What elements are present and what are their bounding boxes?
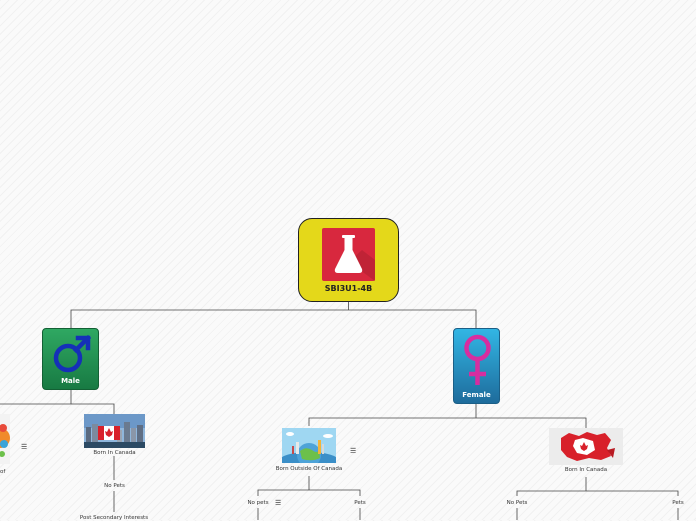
note-icon[interactable]: ☰ [275,499,282,507]
male-symbol-icon [53,334,92,373]
female-label: Female [462,391,491,399]
post-secondary-interests-label: Post Secondary Interests [79,515,149,521]
root-title: SBI3U1-4B [324,284,373,293]
no-pets-outside-label: No pets [247,500,269,506]
male-node[interactable]: Male [42,328,99,390]
world-travel-thumbnail[interactable] [282,428,336,463]
pets-outside-label: Pets [354,500,366,506]
globe-thumbnail[interactable] [0,414,10,464]
female-node[interactable]: Female [453,328,500,404]
pets-female-label: Pets [672,500,684,506]
canada-city-thumbnail[interactable] [84,414,145,448]
no-pets-female-label: No Pets [506,500,528,506]
born-in-canada-female-label: Born In Canada [564,467,608,473]
no-pets-male-label: No Pets [104,483,125,489]
born-outside-label: Born Outside Of Canada [275,466,343,472]
root-node[interactable]: SBI3U1-4B [298,218,399,302]
note-icon[interactable]: ☰ [350,447,357,455]
male-label: Male [61,377,80,385]
born-canada-female-connector [516,477,679,520]
root-to-children-connector [70,302,477,328]
flask-icon [322,228,375,281]
note-icon[interactable]: ☰ [21,443,28,451]
female-symbol-icon [464,334,491,385]
partial-topic-label: of [0,469,6,475]
born-in-canada-male-label: Born In Canada [93,450,136,456]
born-outside-connector [257,476,361,520]
canada-map-thumbnail[interactable] [549,428,623,465]
male-children-connector [0,390,115,414]
female-children-connector [308,404,587,428]
